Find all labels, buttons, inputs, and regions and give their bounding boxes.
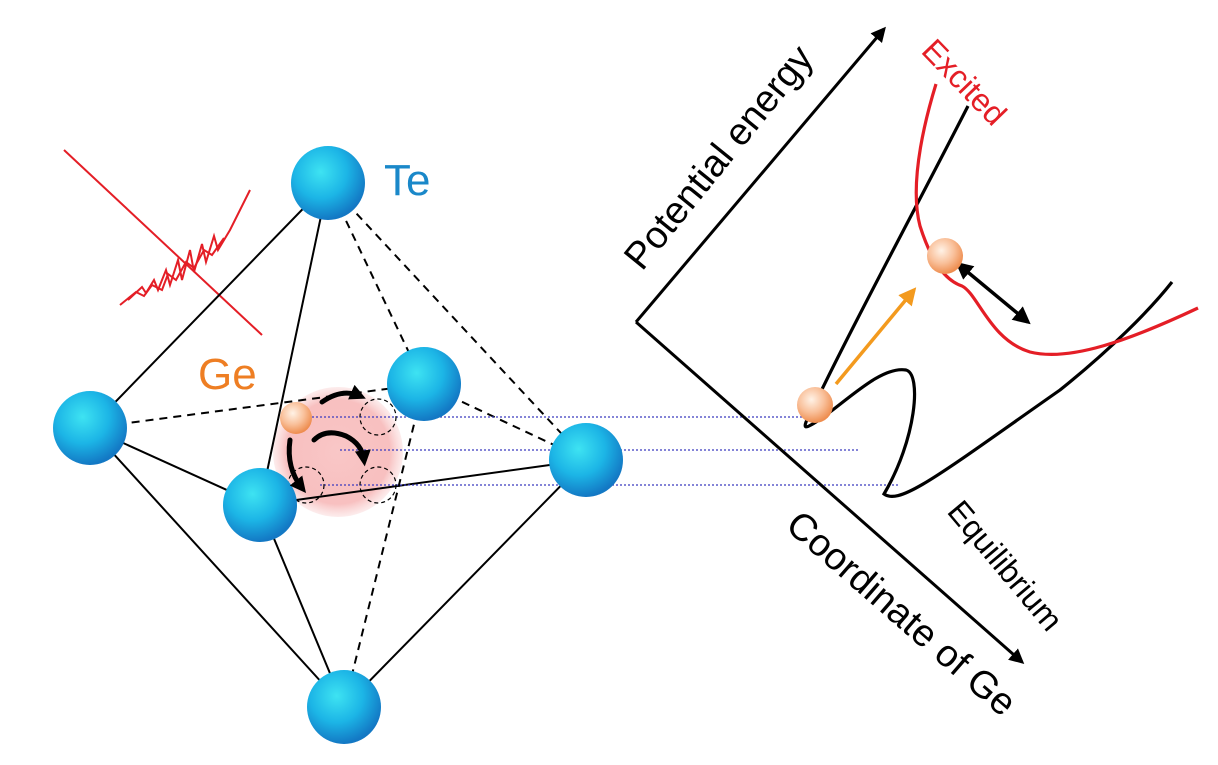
te-label: Te xyxy=(384,156,430,205)
te-atom-front xyxy=(223,468,297,542)
te-atom-top xyxy=(291,146,365,220)
rotation-arrows-icon xyxy=(286,384,371,493)
laser-pulse-icon xyxy=(63,149,263,336)
ge-site-lower-right xyxy=(359,466,397,504)
te-atom-left xyxy=(53,391,127,465)
equilibrium-label: Equilibrium xyxy=(941,493,1070,637)
ge-site-upper-right xyxy=(359,398,397,436)
ge-atom-excited-state xyxy=(927,238,963,274)
excitation-arrow xyxy=(834,287,917,386)
y-axis-label: Potential energy xyxy=(616,38,821,278)
ge-atom xyxy=(280,402,312,434)
oscillation-arrow xyxy=(955,261,1031,325)
te-atom-bottom xyxy=(307,670,381,744)
ge-label: Ge xyxy=(198,350,257,399)
te-atoms xyxy=(53,146,623,744)
te-atom-back xyxy=(387,347,461,421)
equilibrium-curve xyxy=(803,105,1174,499)
y-axis xyxy=(634,26,886,323)
energy-axes xyxy=(634,26,1025,664)
ge-atom-ground-state xyxy=(797,387,833,423)
x-axis xyxy=(635,320,1025,664)
excited-label: Excited xyxy=(915,32,1014,132)
te-atom-right xyxy=(549,423,623,497)
